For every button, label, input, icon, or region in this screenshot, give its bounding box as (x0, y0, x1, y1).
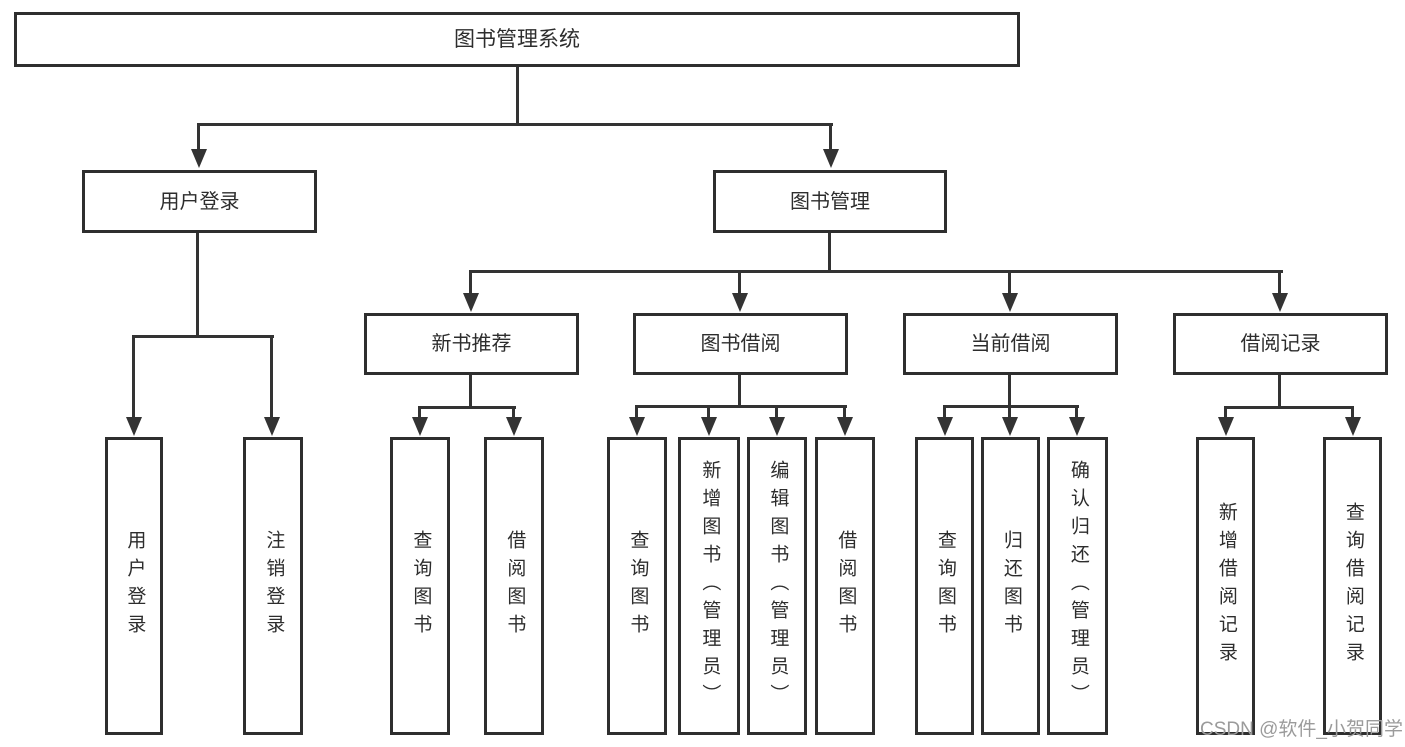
connector-line (707, 405, 710, 419)
branch-current-borrowing: 当前借阅 (903, 313, 1118, 375)
leaf-return-books: 归还图书 (981, 437, 1040, 735)
root-node: 图书管理系统 (14, 12, 1020, 67)
connector-line (775, 405, 778, 419)
branch-book-management-label: 图书管理 (790, 190, 870, 213)
leaf-query-books-recommend: 查询图书 (390, 437, 450, 735)
leaf-edit-books-admin-label: 编辑图书（管理员） (767, 460, 789, 712)
connector-arrowhead (1345, 417, 1361, 436)
leaf-borrow-books-recommend-label: 借阅图书 (504, 530, 526, 642)
connector-arrowhead (412, 417, 428, 436)
leaf-confirm-return-admin-label: 确认归还（管理员） (1067, 460, 1089, 712)
connector-arrowhead (264, 417, 280, 436)
connector-line (132, 335, 135, 419)
root-node-label: 图书管理系统 (454, 27, 580, 51)
connector-line (512, 406, 515, 419)
connector-arrowhead (823, 149, 839, 168)
leaf-user-login: 用户登录 (105, 437, 163, 735)
connector-arrowhead (506, 417, 522, 436)
connector-line (469, 375, 472, 409)
leaf-edit-books-admin: 编辑图书（管理员） (747, 437, 807, 735)
leaf-query-borrow-record: 查询借阅记录 (1323, 437, 1382, 735)
leaf-add-borrow-record-label: 新增借阅记录 (1215, 502, 1237, 670)
connector-line (196, 233, 199, 338)
branch-new-book-recommendation-label: 新书推荐 (431, 333, 512, 355)
leaf-logout-login: 注销登录 (243, 437, 303, 735)
connector-line (738, 270, 741, 295)
connector-line (1075, 405, 1078, 419)
connector-line (418, 406, 516, 409)
leaf-borrow-books-recommend: 借阅图书 (484, 437, 544, 735)
connector-arrowhead (769, 417, 785, 436)
branch-book-management: 图书管理 (713, 170, 947, 233)
connector-line (270, 335, 273, 419)
connector-arrowhead (463, 293, 479, 312)
connector-line (943, 405, 946, 419)
leaf-add-borrow-record: 新增借阅记录 (1196, 437, 1255, 735)
connector-line (418, 406, 421, 419)
connector-line (132, 335, 274, 338)
connector-line (469, 270, 1283, 273)
leaf-logout-login-label: 注销登录 (263, 530, 285, 642)
leaf-add-books-admin: 新增图书（管理员） (678, 437, 740, 735)
leaf-query-books-recommend-label: 查询图书 (410, 530, 432, 642)
connector-arrowhead (937, 417, 953, 436)
connector-line (635, 405, 638, 419)
connector-line (1008, 405, 1011, 419)
connector-arrowhead (1002, 417, 1018, 436)
connector-line (197, 123, 833, 126)
connector-arrowhead (191, 149, 207, 168)
connector-line (829, 123, 832, 151)
leaf-user-login-label: 用户登录 (124, 530, 146, 642)
leaf-query-books-borrowing: 查询图书 (607, 437, 667, 735)
connector-line (197, 123, 200, 151)
watermark: CSDN @软件_小贺同学 (1200, 719, 1403, 740)
connector-line (738, 375, 741, 408)
connector-arrowhead (837, 417, 853, 436)
connector-arrowhead (701, 417, 717, 436)
connector-line (1351, 406, 1354, 419)
connector-line (1008, 270, 1011, 295)
connector-line (1008, 375, 1011, 408)
connector-arrowhead (732, 293, 748, 312)
branch-book-borrowing: 图书借阅 (633, 313, 848, 375)
connector-line (1224, 406, 1354, 409)
branch-borrowing-records-label: 借阅记录 (1240, 333, 1321, 355)
leaf-query-books-borrowing-label: 查询图书 (627, 530, 649, 642)
connector-arrowhead (1069, 417, 1085, 436)
connector-line (843, 405, 846, 419)
branch-current-borrowing-label: 当前借阅 (970, 333, 1051, 355)
leaf-query-books-current-label: 查询图书 (934, 530, 956, 642)
leaf-query-books-current: 查询图书 (915, 437, 974, 735)
leaf-add-books-admin-label: 新增图书（管理员） (699, 460, 721, 712)
branch-new-book-recommendation: 新书推荐 (364, 313, 579, 375)
connector-arrowhead (1272, 293, 1288, 312)
leaf-borrow-books-borrowing-label: 借阅图书 (835, 530, 857, 642)
connector-line (635, 405, 847, 408)
connector-arrowhead (629, 417, 645, 436)
branch-book-borrowing-label: 图书借阅 (700, 333, 781, 355)
connector-line (1224, 406, 1227, 419)
connector-line (1278, 375, 1281, 409)
connector-arrowhead (126, 417, 142, 436)
leaf-borrow-books-borrowing: 借阅图书 (815, 437, 875, 735)
connector-line (943, 405, 1079, 408)
leaf-return-books-label: 归还图书 (1000, 530, 1022, 642)
branch-borrowing-records: 借阅记录 (1173, 313, 1388, 375)
connector-arrowhead (1002, 293, 1018, 312)
connector-line (828, 233, 831, 273)
leaf-query-borrow-record-label: 查询借阅记录 (1342, 502, 1364, 670)
connector-arrowhead (1218, 417, 1234, 436)
connector-line (469, 270, 472, 295)
branch-user-login-label: 用户登录 (159, 190, 240, 213)
connector-line (1278, 270, 1281, 295)
leaf-confirm-return-admin: 确认归还（管理员） (1047, 437, 1108, 735)
connector-line (516, 67, 519, 125)
branch-user-login: 用户登录 (82, 170, 317, 233)
